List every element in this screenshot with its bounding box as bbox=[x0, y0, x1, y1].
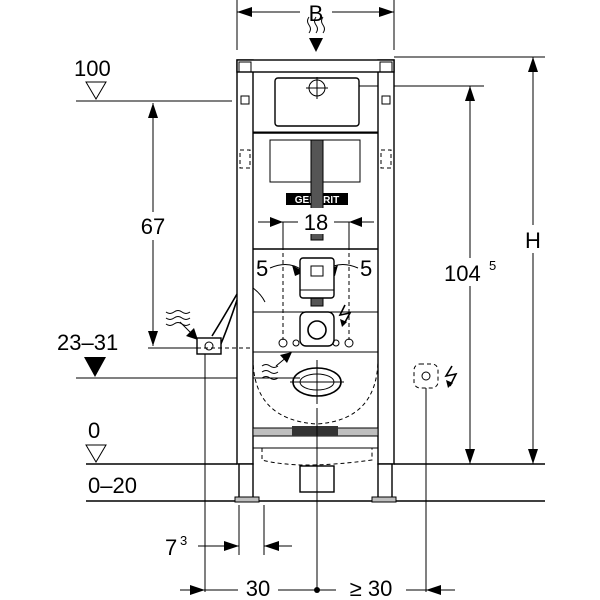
floor-level: 0 0–20 bbox=[85, 418, 545, 502]
bottom-dimension-lines bbox=[204, 354, 320, 593]
wc-pan-outline bbox=[252, 357, 379, 425]
water-supply-left-icon bbox=[165, 310, 198, 340]
drain-connection bbox=[252, 426, 379, 493]
dimension-b: B bbox=[236, 0, 395, 50]
dimension-h-label: H bbox=[525, 228, 541, 253]
level-100: 100 bbox=[74, 56, 232, 102]
offset-left-label: 5 bbox=[256, 256, 268, 281]
mounting-bracket bbox=[299, 257, 335, 299]
dimension-67: 67 bbox=[135, 103, 171, 346]
electrical-icon bbox=[444, 365, 458, 388]
dimension-30-right: ≥ 30 bbox=[317, 572, 455, 600]
floor-range-label: 0–20 bbox=[88, 473, 137, 498]
dimension-h: H bbox=[394, 56, 548, 464]
dimension-67-label: 67 bbox=[141, 214, 165, 239]
dimension-104-label: 104 bbox=[444, 261, 481, 286]
leg-offset-label: 7 bbox=[165, 535, 177, 560]
electrical-frame-icon bbox=[338, 304, 352, 327]
socket-icon bbox=[413, 363, 439, 592]
inlet-height-label: 23–31 bbox=[57, 330, 118, 355]
drain-assembly bbox=[252, 311, 379, 353]
dimension-104-sup: 5 bbox=[489, 258, 496, 273]
cistern: GEBERIT bbox=[252, 71, 379, 206]
dimension-7-3: 7 3 bbox=[165, 533, 292, 560]
dimension-104: 104 5 bbox=[320, 85, 500, 464]
dimension-b-label: B bbox=[309, 1, 324, 26]
water-supply-icon bbox=[307, 16, 325, 52]
floor-zero-label: 0 bbox=[88, 418, 100, 443]
dimension-30-left: 30 bbox=[180, 572, 317, 600]
dimension-18: 18 bbox=[258, 208, 374, 340]
leg-offset-sup: 3 bbox=[180, 533, 187, 548]
offset-right-label: 5 bbox=[360, 256, 372, 281]
bottom-right-label: ≥ 30 bbox=[350, 576, 393, 600]
bottom-left-label: 30 bbox=[246, 576, 270, 600]
dimension-18-label: 18 bbox=[304, 210, 328, 235]
level-100-label: 100 bbox=[74, 56, 111, 81]
support-arm bbox=[196, 287, 266, 355]
waste-water-icon bbox=[261, 352, 292, 380]
